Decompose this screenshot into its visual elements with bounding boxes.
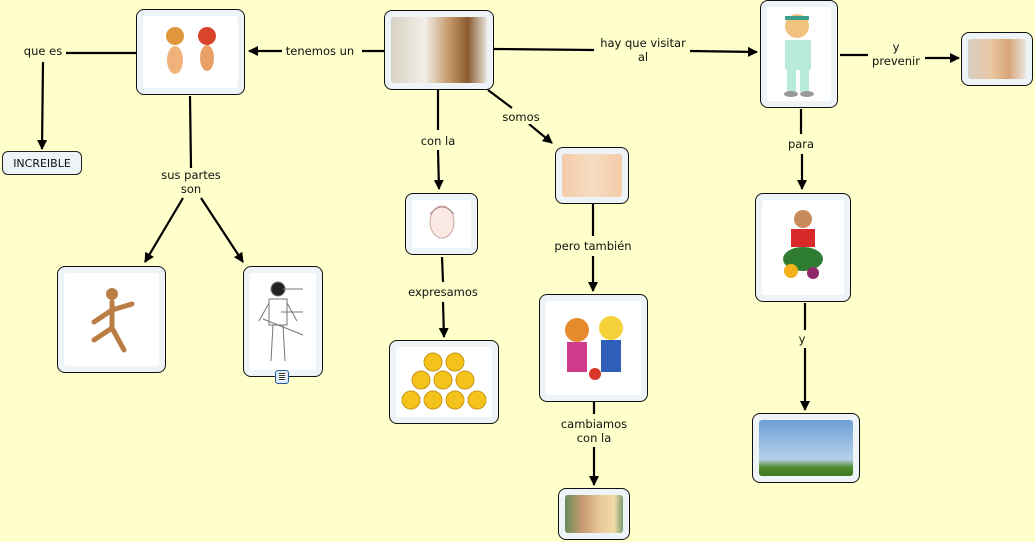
node-kids-playing[interactable] (539, 294, 648, 402)
labeled-body-diagram-image (250, 273, 316, 370)
wooden-mannequin-image (64, 273, 159, 366)
sick-child-image (968, 39, 1026, 79)
cartoon-kids-image (546, 301, 641, 395)
twin-babies-image (562, 154, 622, 197)
connector-line (440, 256, 445, 283)
node-increible[interactable]: INCREIBLE (2, 151, 82, 175)
cartoon-doctor-image (767, 7, 831, 101)
emoticons-image (396, 347, 492, 417)
connector-arrow (433, 149, 444, 190)
node-doctor-child[interactable] (384, 10, 494, 90)
node-face[interactable] (405, 193, 478, 255)
connector-line (188, 95, 193, 169)
link-label-expresamos: expresamos (406, 285, 480, 299)
document-attachment-icon[interactable] (275, 370, 289, 384)
connector-arrow (37, 61, 48, 150)
node-boy-fruits[interactable] (755, 193, 851, 302)
connector-arrow (438, 301, 449, 338)
node-cartoon-doctor[interactable] (760, 0, 838, 108)
woman-face-image (412, 200, 471, 248)
connector-arrow (200, 197, 244, 263)
link-label-sus-partes-son: sus partes son (159, 168, 223, 196)
link-label-y-prevenir: y prevenir (870, 40, 922, 68)
link-label-y: y (796, 332, 808, 346)
link-label-que-es: que es (21, 44, 65, 58)
node-mannequin[interactable] (57, 266, 166, 373)
node-body-diagram[interactable] (243, 266, 323, 377)
link-label-pero-tambien: pero también (552, 239, 634, 253)
boy-with-fruits-image (762, 200, 844, 295)
node-emoticons[interactable] (389, 340, 499, 424)
node-children-body[interactable] (136, 9, 245, 95)
link-label-tenemos-un: tenemos un (283, 44, 357, 58)
node-sick-child[interactable] (961, 32, 1033, 86)
link-label-hay-que-visitar-al: hay que visitar al (598, 36, 688, 64)
node-friends[interactable] (558, 488, 630, 540)
three-friends-image (565, 495, 623, 533)
doctor-examining-child-image (391, 17, 487, 83)
node-babies[interactable] (555, 147, 629, 204)
jumping-woman-image (759, 420, 853, 476)
node-jumping-woman[interactable] (752, 413, 860, 483)
link-label-cambiamos-con-la: cambiamos con la (558, 417, 630, 445)
node-increible-label: INCREIBLE (13, 156, 71, 170)
link-label-para: para (785, 137, 817, 151)
cartoon-children-image (143, 16, 238, 88)
connector-arrow (528, 123, 553, 144)
connector-line (493, 47, 595, 52)
connector-arrow (144, 197, 184, 263)
connector-line (487, 89, 513, 109)
link-label-somos: somos (500, 110, 542, 124)
connector-arrow (689, 46, 758, 57)
link-label-con-la: con la (418, 134, 458, 148)
